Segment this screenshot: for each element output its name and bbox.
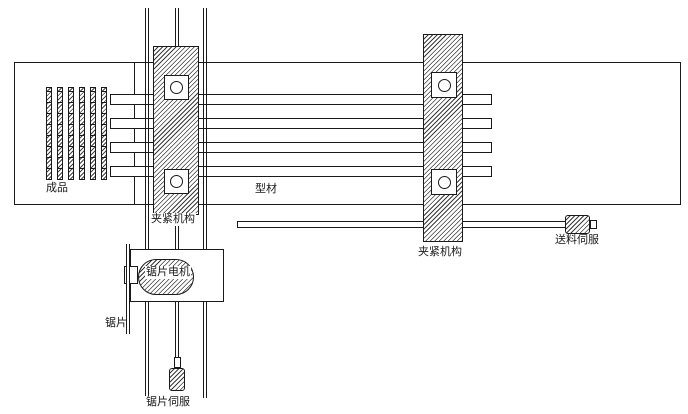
saw-blade — [126, 244, 130, 334]
product-strip — [46, 87, 52, 180]
bearing-hole — [170, 81, 183, 94]
clamp-mechanism-right — [423, 34, 463, 242]
profile-bar — [110, 142, 492, 153]
bearing-block — [164, 169, 189, 194]
label-clamp-right: 夹紧机构 — [417, 246, 463, 259]
product-strip — [101, 87, 107, 180]
feed-servo-block — [565, 215, 590, 234]
label-saw-servo: 锯片伺服 — [145, 396, 191, 409]
clamp-mechanism-left — [153, 46, 199, 215]
profile-bar — [110, 166, 492, 177]
feed-servo-tab — [590, 220, 597, 229]
label-saw-blade: 锯片 — [105, 317, 127, 329]
product-strip — [79, 87, 85, 180]
guide-rail-left — [145, 8, 149, 398]
bearing-block — [431, 169, 457, 195]
bearing-block — [164, 75, 189, 100]
bearing-hole — [437, 78, 451, 92]
saw-servo-tip — [174, 357, 181, 368]
label-profile-material: 型材 — [255, 183, 277, 195]
bearing-hole — [437, 175, 451, 189]
product-strip — [90, 87, 96, 180]
machine-bed — [14, 62, 681, 205]
product-strip — [57, 87, 63, 180]
bearing-hole — [170, 175, 183, 188]
feed-rod — [237, 221, 567, 228]
label-clamp-left: 夹紧机构 — [150, 213, 196, 226]
label-finished-product: 成品 — [46, 182, 68, 194]
profile-bar — [110, 118, 492, 129]
bearing-block — [431, 72, 457, 98]
guide-rail-right — [203, 8, 207, 398]
profile-bar — [110, 94, 492, 105]
product-strip — [68, 87, 74, 180]
finished-product-divider-line — [134, 62, 135, 205]
label-feed-servo: 送料伺服 — [554, 234, 600, 247]
finished-product-stack — [46, 87, 107, 180]
label-saw-motor: 锯片电机 — [145, 266, 191, 279]
saw-servo-block — [169, 368, 185, 391]
